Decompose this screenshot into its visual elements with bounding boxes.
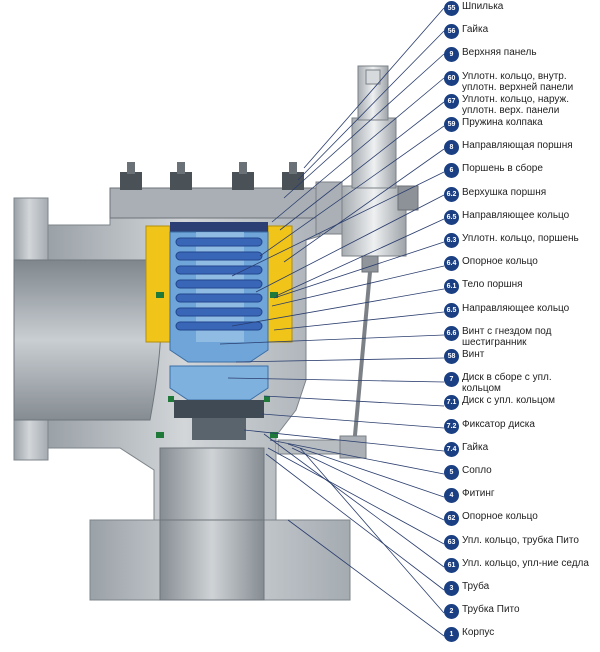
callout-label: Сопло (462, 465, 492, 476)
callout-label: Труба (462, 581, 490, 592)
callout-label: Опорное кольцо (462, 511, 538, 523)
callout-number-badge: 6.3 (444, 233, 459, 248)
leader-lines (219, 7, 445, 637)
callout-number-badge: 9 (444, 47, 459, 63)
callout-number-badge: 67 (444, 93, 459, 109)
callout-number-badge: 56 (444, 24, 459, 40)
callout-label: Фитинг (462, 488, 495, 500)
callout-label: Тело поршня (462, 279, 523, 291)
callout-number-badge: 6.6 (444, 325, 459, 341)
callout-number-badge: 6.4 (444, 256, 459, 272)
callout-number-badge: 61 (444, 557, 459, 573)
callout-number-badge: 5 (444, 465, 459, 480)
callout-label: Шпилька (462, 1, 504, 12)
callout-number-badge: 59 (444, 117, 459, 132)
callout-label: Упл. кольцо, упл-ние седла (462, 557, 589, 569)
callout-label: Направляющее кольцо (462, 302, 570, 314)
disc-assembly (156, 292, 278, 440)
callout-number-badge: 8 (444, 140, 459, 156)
callout-label: Гайка (462, 24, 489, 36)
callout-label: Корпус (462, 627, 495, 639)
callout-number-badge: 6.5 (444, 302, 459, 318)
callout-label: Направляющая поршня (462, 140, 573, 152)
callout-label: Уплотн. кольцо, наруж. уплотн. верх. пан… (462, 93, 569, 116)
callout-number-badge: 6 (444, 163, 459, 179)
callout-label: Винт (462, 349, 485, 360)
callout-number-badge: 2 (444, 604, 459, 620)
callout-label: Трубка Пито (462, 604, 520, 616)
callout-number-badge: 58 (444, 349, 459, 364)
callout-number-badge: 6.2 (444, 186, 459, 202)
spring (175, 237, 263, 331)
callout-number-badge: 7.2 (444, 418, 459, 434)
callout-label: Фиксатор диска (462, 418, 535, 430)
callout-number-badge: 7.4 (444, 441, 459, 457)
callout-number-badge: 1 (444, 627, 459, 643)
callout-label: Упл. кольцо, трубка Пито (462, 534, 579, 546)
top-plate (109, 162, 321, 219)
callout-number-badge: 6.5 (444, 209, 459, 225)
callout-label: Направляющее кольцо (462, 209, 570, 221)
callout-label: Уплотн. кольцо, поршень (462, 233, 579, 244)
callout-label: Верхушка поршня (462, 186, 547, 198)
callout-label: Гайка (462, 441, 489, 453)
callout-label: Уплотн. кольцо, внутр. уплотн. верхней п… (462, 70, 574, 93)
callout-label: Опорное кольцо (462, 256, 538, 268)
callout-number-badge: 62 (444, 511, 459, 527)
callout-label: Диск в сборе с упл. кольцом (462, 372, 552, 395)
callout-label: Пружина колпака (462, 117, 543, 128)
callout-number-badge: 6.1 (444, 279, 459, 295)
callout-label: Винт с гнездом под шестигранник (462, 325, 552, 348)
callout-number-badge: 60 (444, 70, 459, 86)
callout-number-badge: 7 (444, 372, 459, 388)
callout-number-badge: 63 (444, 534, 459, 550)
callout-number-badge: 4 (444, 488, 459, 504)
callout-number-badge: 55 (444, 1, 459, 16)
callout-number-badge: 7.1 (444, 395, 459, 411)
callout-label: Поршень в сборе (462, 163, 543, 175)
callout-label: Верхняя панель (462, 47, 537, 59)
callout-number-badge: 3 (444, 581, 459, 596)
callout-label: Диск с упл. кольцом (462, 395, 556, 407)
